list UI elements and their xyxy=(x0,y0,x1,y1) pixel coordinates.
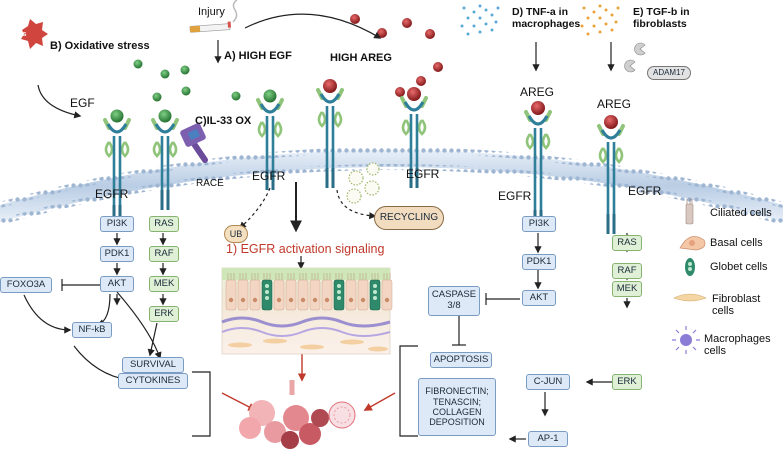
recycling-badge: RECYCLING xyxy=(374,206,444,230)
race-label: RACE xyxy=(196,178,224,189)
left-pi3k-box: PI3K xyxy=(100,216,134,232)
survival-box: SURVIVAL xyxy=(122,357,184,373)
high-egf-label: A) HIGH EGF xyxy=(224,50,292,62)
fibronectin-box: FIBRONECTIN; TENASCIN; COLLAGEN DEPOSITI… xyxy=(418,378,496,436)
foxo3a-box: FOXO3A xyxy=(0,277,52,293)
fibroblast-cell-icon xyxy=(673,293,707,302)
receptor-egf-2 xyxy=(151,109,179,210)
activation-title: 1) EGFR activation signaling xyxy=(226,242,385,256)
left-pdk1-box: PDK1 xyxy=(100,246,134,262)
receptor-areg-4 xyxy=(597,115,625,234)
left-raf-box: RAF xyxy=(149,246,179,262)
lungs-illustration xyxy=(239,380,356,449)
tgf-label: E) TGF-b in fibroblasts xyxy=(633,6,690,30)
legend-fibroblast-label: Fibroblast cells xyxy=(712,293,761,318)
red-arrows xyxy=(221,352,396,411)
injury-label: Injury xyxy=(198,6,225,18)
receptor-areg-1 xyxy=(316,79,344,188)
ub-badge: UB xyxy=(224,225,248,243)
high-areg-label: HIGH AREG xyxy=(330,52,392,64)
cell-membrane xyxy=(0,147,783,225)
tnf-dots-icon xyxy=(460,4,500,36)
egfr-label-1: EGFR xyxy=(95,187,129,201)
egfr-label-4: EGFR xyxy=(498,189,532,203)
receptor-areg-2 xyxy=(400,87,428,188)
areg-label-1: AREG xyxy=(520,85,555,99)
receptor-egf-3 xyxy=(256,89,284,190)
cytokines-box: CYTOKINES xyxy=(118,373,188,389)
right-erk-box: ERK xyxy=(612,374,642,390)
legend-basal-label: Basal cells xyxy=(710,237,763,249)
tnf-label: D) TNF-a in macrophages xyxy=(512,6,581,30)
cigarette-icon xyxy=(189,0,238,33)
free-areg-ligands xyxy=(350,14,443,97)
tgf-dots-icon xyxy=(580,4,620,36)
oxidative-stress-label: B) Oxidative stress xyxy=(50,40,150,52)
areg-label-2: AREG xyxy=(597,97,632,111)
race-receptor-icon xyxy=(180,123,208,163)
left-mek-box: MEK xyxy=(149,276,179,292)
legend-icons xyxy=(672,198,707,354)
receptor-areg-3 xyxy=(524,101,552,230)
stress-badge-label: Stress xyxy=(5,31,27,38)
stress-badge-icon xyxy=(21,19,48,49)
right-mek-box: MEK xyxy=(612,281,642,297)
left-akt-box: AKT xyxy=(100,276,134,292)
basal-cell-icon xyxy=(679,236,706,251)
cjun-box: C-JUN xyxy=(526,374,570,390)
egfr-label-2: EGFR xyxy=(252,169,286,183)
egfr-label-3: EGFR xyxy=(406,167,440,181)
caspase-box: CASPASE 3/8 xyxy=(428,286,480,316)
il33-label: C)IL-33 OX xyxy=(195,115,252,127)
apoptosis-box: APOPTOSIS xyxy=(430,352,492,368)
macrophage-cell-icon xyxy=(672,326,700,354)
right-ras-box: RAS xyxy=(612,235,642,251)
nfkb-box: NF-kB xyxy=(72,322,112,338)
egfr-label-5: EGFR xyxy=(628,184,662,198)
legend-ciliated-label: Ciliated cells xyxy=(710,207,772,219)
adam17-badge: ADAM17 xyxy=(647,66,691,80)
legend-globet-label: Globet cells xyxy=(710,261,768,273)
egf-label: EGF xyxy=(70,96,95,110)
legend-macrophages-label: Macrophages cells xyxy=(704,333,771,358)
free-egf-ligands xyxy=(133,59,241,102)
right-pi3k-box: PI3K xyxy=(522,216,556,232)
right-akt-box: AKT xyxy=(522,290,556,306)
adam17-pacman-icons xyxy=(624,42,646,73)
ciliated-cell-icon xyxy=(685,198,694,225)
ap1-box: AP-1 xyxy=(528,431,568,447)
receptor-egf-1 xyxy=(103,109,131,225)
left-erk-box: ERK xyxy=(149,306,179,322)
left-ras-box: RAS xyxy=(149,216,179,232)
right-raf-box: RAF xyxy=(612,263,642,279)
globet-cell-icon xyxy=(685,258,695,276)
epithelium-tissue-illustration xyxy=(221,267,393,355)
recycling-vesicles-icon xyxy=(346,162,380,204)
egfr-receptors xyxy=(103,79,625,234)
right-pdk1-box: PDK1 xyxy=(522,254,556,270)
